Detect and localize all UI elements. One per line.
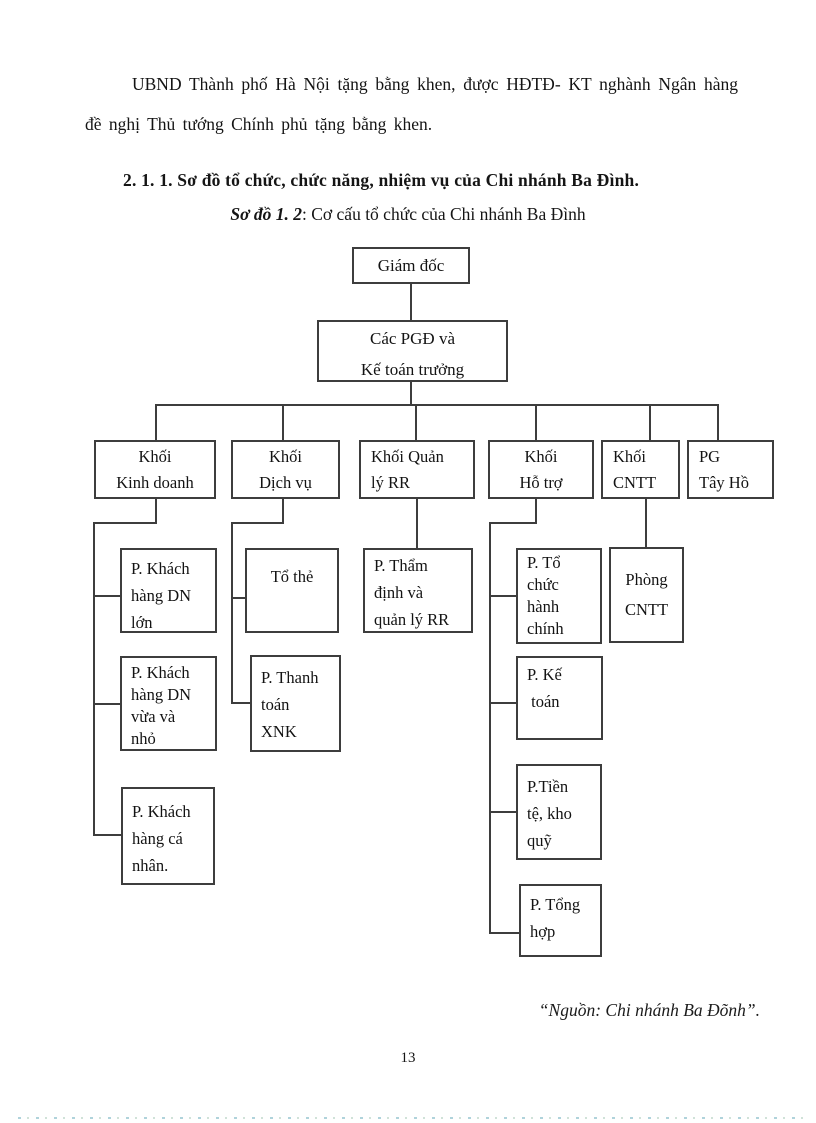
section-heading: 2. 1. 1. Sơ đồ tổ chức, chức năng, nhiệm… [123, 170, 640, 190]
connector-bus-kinhdoanh [155, 406, 157, 440]
org-box-p-khach-hang-dn-vua-nho: P. Khách hàng DN vừa và nhỏ [120, 656, 217, 751]
org-box-p-tong-hop: P. Tổng hợp [519, 884, 602, 957]
figure-caption: Sơ đồ 1. 2: Cơ cấu tổ chức của Chi nhánh… [0, 204, 816, 225]
paragraph-line: đề nghị Thủ tướng Chính phủ tặng bằng kh… [85, 114, 433, 134]
org-box-pg-tay-ho: PG Tây Hồ [687, 440, 774, 499]
connector-bus-quanlyrr [415, 406, 417, 440]
source-note: “Nguồn: Chi nhánh Ba Đõnh”. [538, 1000, 760, 1020]
connector-bus-dichvu [282, 406, 284, 440]
figure-caption-label: Sơ đồ 1. 2 [230, 204, 302, 224]
org-box-khoi-dich-vu: Khối Dịch vụ [231, 440, 340, 499]
org-box-khoi-kinh-doanh: Khối Kinh doanh [94, 440, 216, 499]
intro-paragraph: UBND Thành phố Hà Nội tặng bằng khen, đư… [85, 64, 738, 144]
connector-quanlyrr-child [416, 499, 418, 548]
connector-stub-dn-vua [95, 703, 120, 705]
connector-giamdoc-pgd [410, 284, 412, 321]
connector-bus-cntt [649, 406, 651, 440]
connector-stub-to-the [233, 597, 245, 599]
org-box-giam-doc: Giám đốc [352, 247, 470, 284]
connector-stub-dn-lon [95, 595, 120, 597]
connector-hotro-elbow-v [535, 499, 537, 524]
connector-dichvu-spine [231, 522, 233, 704]
org-box-p-khach-hang-dn-lon: P. Khách hàng DN lớn [120, 548, 217, 633]
connector-kinhdoanh-spine [93, 522, 95, 836]
paragraph-line: UBND Thành phố Hà Nội tặng bằng khen, đư… [132, 74, 738, 94]
org-box-p-khach-hang-ca-nhan: P. Khách hàng cá nhân. [121, 787, 215, 885]
org-box-p-tham-dinh-quan-ly-rr: P. Thẩm định và quản lý RR [363, 548, 473, 633]
bottom-dotted-rule [18, 1117, 804, 1119]
org-box-p-tien-te-kho-quy: P.Tiền tệ, kho quỹ [516, 764, 602, 860]
connector-cntt-child [645, 499, 647, 547]
connector-bus-pgtayho [717, 404, 719, 440]
connector-stub-to-chuc [491, 595, 516, 597]
org-box-p-ke-toan: P. Kế toán [516, 656, 603, 740]
page-number: 13 [400, 1050, 416, 1066]
connector-kinhdoanh-elbow-h [93, 522, 157, 524]
connector-dichvu-elbow-v [282, 499, 284, 524]
connector-bus-horizontal [155, 404, 719, 406]
org-box-p-to-chuc-hanh-chinh: P. Tổ chức hành chính [516, 548, 602, 644]
connector-stub-ca-nhan [95, 834, 121, 836]
org-box-p-thanh-toan-xnk: P. Thanh toán XNK [250, 655, 341, 752]
connector-kinhdoanh-elbow-v [155, 499, 157, 524]
connector-hotro-spine [489, 522, 491, 934]
connector-stub-tong-hop [491, 932, 519, 934]
org-box-khoi-cntt: Khối CNTT [601, 440, 680, 499]
connector-pgd-bus [410, 382, 412, 406]
connector-dichvu-elbow-h [231, 522, 284, 524]
connector-hotro-elbow-h [489, 522, 537, 524]
org-box-khoi-quan-ly-rr: Khối Quản lý RR [359, 440, 475, 499]
figure-caption-text: : Cơ cấu tổ chức của Chi nhánh Ba Đình [302, 204, 586, 224]
connector-stub-thanh-toan [233, 702, 250, 704]
connector-bus-hotro [535, 406, 537, 440]
connector-stub-ke-toan [491, 702, 516, 704]
org-box-to-the: Tổ thẻ [245, 548, 339, 633]
org-box-khoi-ho-tro: Khối Hỗ trợ [488, 440, 594, 499]
org-box-phong-cntt: Phòng CNTT [609, 547, 684, 643]
connector-stub-tien-te [491, 811, 516, 813]
org-box-pgd-ke-toan-truong: Các PGĐ và Kế toán trưởng [317, 320, 508, 382]
